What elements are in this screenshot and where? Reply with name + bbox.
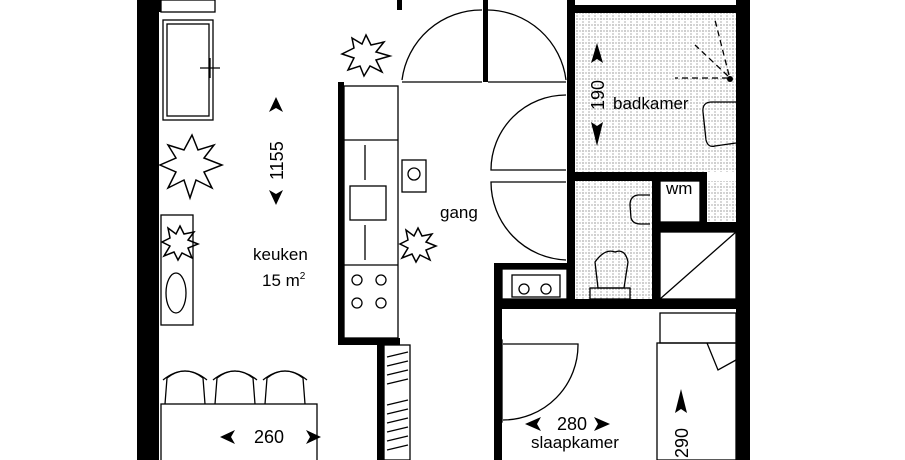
washbasin-icon [165, 272, 187, 314]
toilet-sink-icon [629, 194, 650, 225]
dimension-badkamer-length: 190 [588, 43, 608, 146]
dimension-slaapkamer-length: 290 [672, 389, 692, 458]
toilet-icon [589, 250, 631, 300]
radiator [383, 344, 411, 460]
svg-text:190: 190 [588, 80, 608, 110]
arrow-left-icon [525, 417, 541, 431]
arrow-left-icon [220, 430, 235, 444]
washing-machine-space [659, 180, 701, 223]
walls [137, 0, 750, 460]
plant-icon [158, 33, 439, 264]
window [160, 0, 220, 121]
chair-icon [262, 370, 308, 405]
shower-icon [675, 19, 733, 82]
kitchen-counter [343, 85, 427, 339]
toilet-door [490, 181, 567, 261]
front-door-left [401, 9, 483, 81]
svg-text:290: 290 [672, 428, 692, 458]
arrow-down-icon [269, 190, 283, 205]
boiler-unit [501, 268, 568, 300]
bed [656, 312, 737, 460]
svg-text:280: 280 [557, 414, 587, 434]
arrow-up-icon [591, 43, 603, 63]
chair-icon [212, 370, 258, 405]
chair-icon [162, 370, 208, 405]
arrow-right-icon [306, 430, 321, 444]
dimension-slaapkamer-width: 280 [525, 414, 610, 434]
dining-table [160, 370, 318, 460]
arrow-right-icon [594, 417, 610, 431]
sink-icon [349, 185, 387, 221]
room-label-wm: wm [665, 179, 692, 198]
front-door-right [487, 9, 567, 81]
bathroom [575, 13, 737, 300]
svg-text:260: 260 [254, 427, 284, 447]
dimension-keuken-length: 1155 [267, 97, 287, 205]
room-label-badkamer: badkamer [613, 94, 689, 113]
cabinet [160, 214, 194, 326]
arrow-up-icon [675, 389, 687, 413]
doors[interactable] [401, 9, 579, 423]
bedroom-door [502, 343, 579, 421]
bathroom-door [490, 94, 567, 171]
room-label-slaapkamer: slaapkamer [531, 433, 619, 452]
arrow-up-icon [269, 97, 283, 112]
bath-sink-icon [702, 101, 737, 148]
dimension-keuken-width: 260 [220, 427, 321, 447]
room-label-gang: gang [440, 203, 478, 222]
arrow-down-icon [591, 122, 603, 146]
room-label-keuken: keuken [253, 245, 308, 264]
room-area-keuken: 15 m2 [262, 271, 306, 290]
svg-text:1155: 1155 [267, 141, 287, 180]
stove-icon [351, 274, 387, 309]
